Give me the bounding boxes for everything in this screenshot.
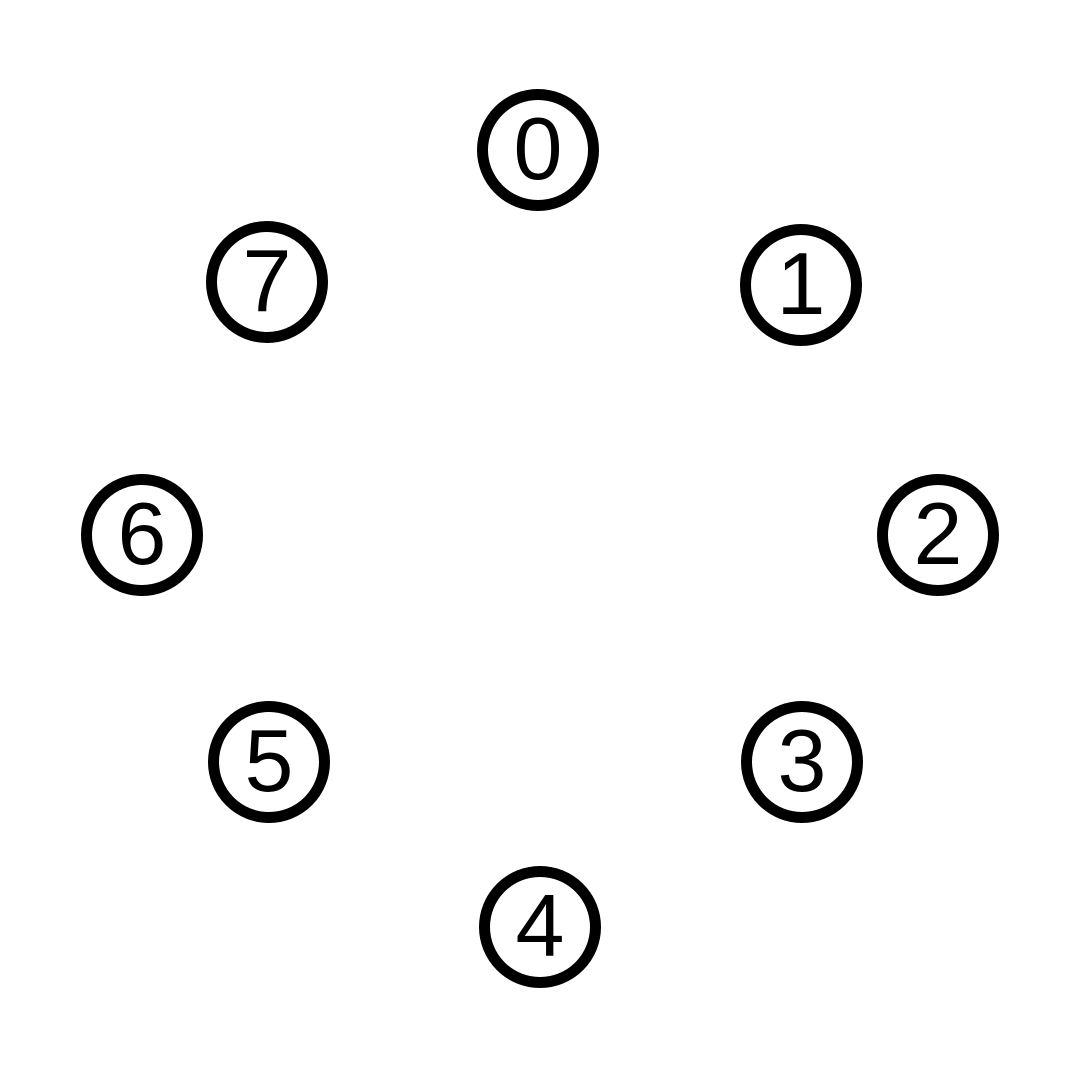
node-5: 5 [208, 701, 330, 823]
node-1: 1 [740, 224, 862, 346]
node-1-label: 1 [776, 234, 826, 333]
node-4: 4 [479, 866, 601, 988]
node-4-label: 4 [515, 876, 565, 975]
node-7: 7 [206, 221, 328, 343]
node-6-label: 6 [117, 484, 167, 583]
node-3: 3 [741, 701, 863, 823]
node-2-label: 2 [913, 484, 963, 583]
node-5-label: 5 [244, 711, 294, 810]
node-0-label: 0 [513, 99, 563, 198]
node-2: 2 [877, 474, 999, 596]
node-0: 0 [477, 89, 599, 211]
node-3-label: 3 [777, 711, 827, 810]
node-6: 6 [81, 474, 203, 596]
node-7-label: 7 [242, 231, 292, 330]
